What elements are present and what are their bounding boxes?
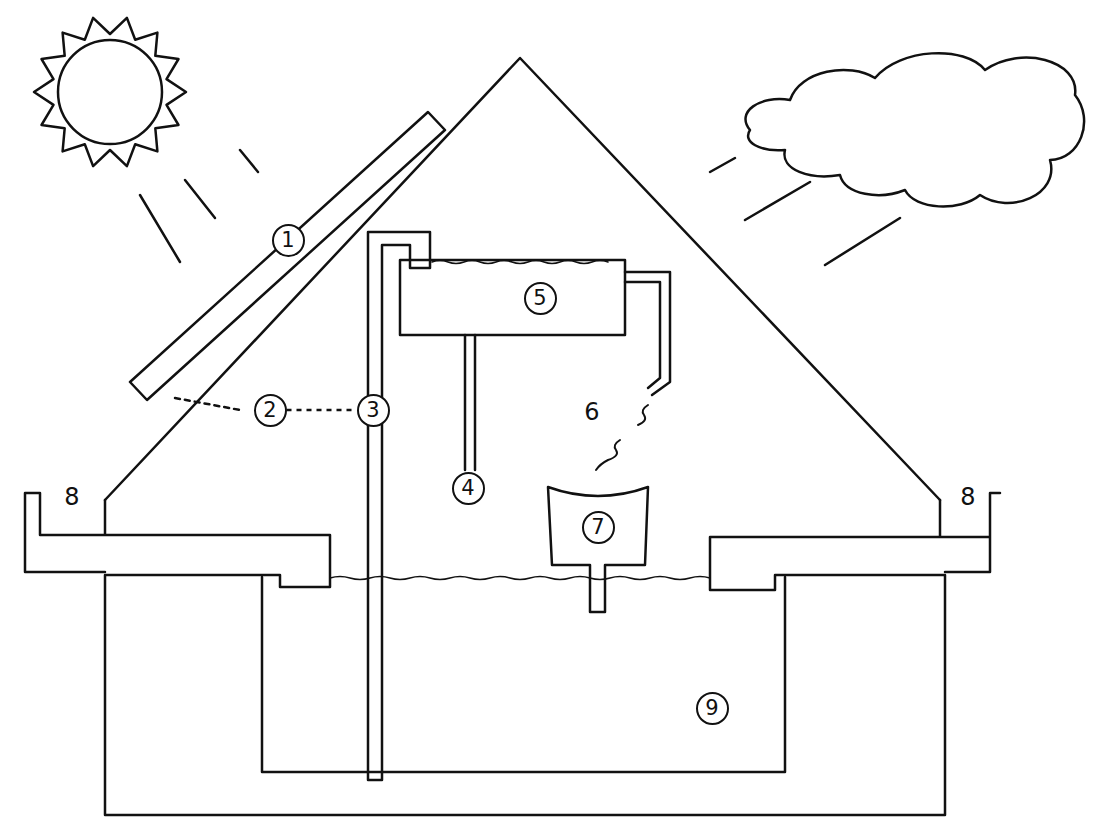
callout-number: 3	[366, 400, 379, 421]
header-tank	[400, 260, 625, 335]
callout-number: 5	[533, 288, 546, 309]
callout-circle: 1	[272, 224, 305, 257]
callout-number: 8	[958, 485, 977, 509]
dashed-wire	[287, 409, 357, 412]
callout-circle: 2	[254, 394, 287, 427]
sun-rays	[34, 18, 186, 166]
water-stream	[596, 405, 648, 470]
tank-water	[432, 261, 608, 264]
callout-number: 1	[281, 230, 294, 251]
callout-circle: 5	[524, 282, 557, 315]
callout-number: 6	[582, 400, 601, 424]
callout-circle: 3	[357, 394, 390, 427]
callout-circle: 7	[582, 511, 615, 544]
dashed-wire	[175, 398, 240, 410]
trough	[548, 487, 648, 612]
float-rod	[465, 335, 475, 470]
outlet-pipe	[625, 272, 670, 395]
sun-ray	[34, 18, 186, 166]
solar-panel	[130, 112, 445, 400]
callout-number: 2	[263, 400, 276, 421]
floor-slab	[25, 493, 1000, 815]
callout-number: 7	[591, 517, 604, 538]
sun	[58, 40, 162, 144]
water-surface	[330, 577, 710, 580]
cloud	[746, 53, 1085, 206]
callout-circle: 9	[696, 692, 729, 725]
callout-number: 8	[62, 485, 81, 509]
callout-number: 4	[461, 478, 474, 499]
callout-number: 9	[705, 698, 718, 719]
storage-tank	[262, 577, 785, 772]
roof	[105, 58, 940, 500]
callout-circle: 4	[452, 472, 485, 505]
